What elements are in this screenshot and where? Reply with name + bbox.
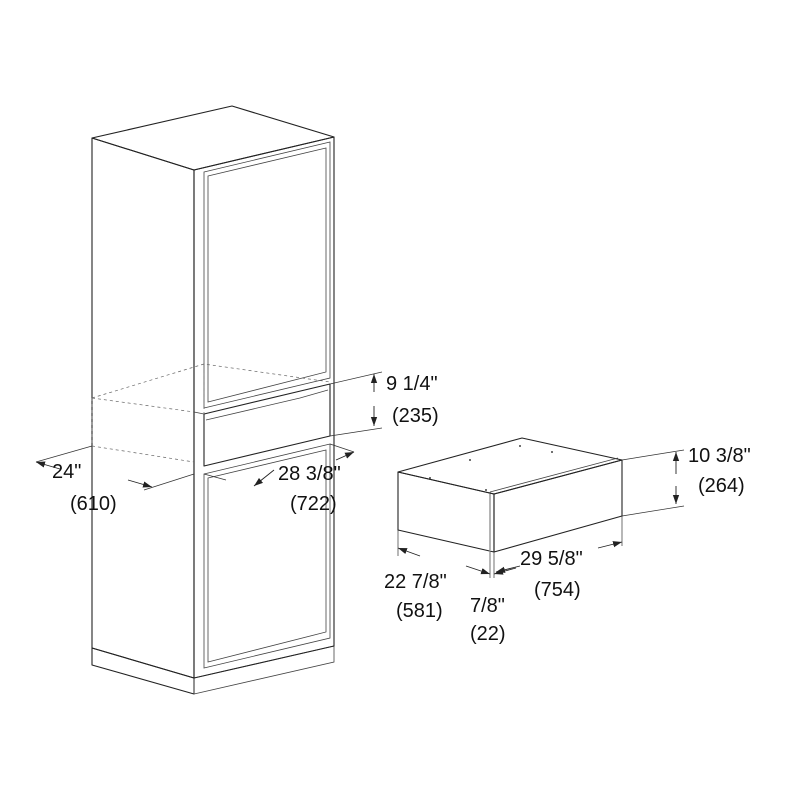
dim-cutout-width: 28 3/8" (722) xyxy=(203,443,355,515)
cutout-width-metric: (722) xyxy=(290,493,337,515)
front-thickness-imperial: 7/8" xyxy=(470,595,505,617)
cabinet-depth-imperial: 24" xyxy=(52,461,81,483)
drawer-depth-imperial: 22 7/8" xyxy=(384,571,447,593)
dim-drawer-width: 29 5/8" (754) xyxy=(495,516,623,601)
cabinet-top xyxy=(91,105,335,171)
dim-front-thickness: 7/8" (22) xyxy=(470,552,517,645)
drawer-side xyxy=(397,471,495,553)
niche-hidden-lines xyxy=(91,363,331,463)
drawer-top-details xyxy=(429,445,553,491)
cutout-width-imperial: 28 3/8" xyxy=(278,463,341,485)
drawer-width-metric: (754) xyxy=(534,579,581,601)
cabinet-front xyxy=(193,136,335,679)
dim-cutout-height: 9 1/4" (235) xyxy=(329,371,439,437)
dim-drawer-height: 10 3/8" (264) xyxy=(621,445,751,517)
upper-door-inner xyxy=(207,147,327,403)
lower-door-inner xyxy=(207,449,327,663)
cabinet-plinth xyxy=(91,647,195,695)
drawer-depth-metric: (581) xyxy=(396,600,443,622)
cabinet-plinth-front xyxy=(193,645,335,695)
niche-inner-back xyxy=(205,389,329,421)
dim-drawer-depth: 22 7/8" (581) xyxy=(384,530,491,622)
dim-cabinet-depth: 24" (610) xyxy=(35,445,195,515)
warming-drawer xyxy=(397,437,623,553)
cabinet-side xyxy=(91,137,195,679)
drawer-width-imperial: 29 5/8" xyxy=(520,548,583,570)
lower-door xyxy=(203,443,331,669)
upper-door xyxy=(203,141,331,409)
drawer-height-metric: (264) xyxy=(698,475,745,497)
cutout-height-metric: (235) xyxy=(392,405,439,427)
drawer-height-imperial: 10 3/8" xyxy=(688,445,751,467)
front-thickness-metric: (22) xyxy=(470,623,506,645)
cabinet-depth-metric: (610) xyxy=(70,493,117,515)
tall-cabinet xyxy=(91,105,335,695)
cutout-height-imperial: 9 1/4" xyxy=(386,373,438,395)
